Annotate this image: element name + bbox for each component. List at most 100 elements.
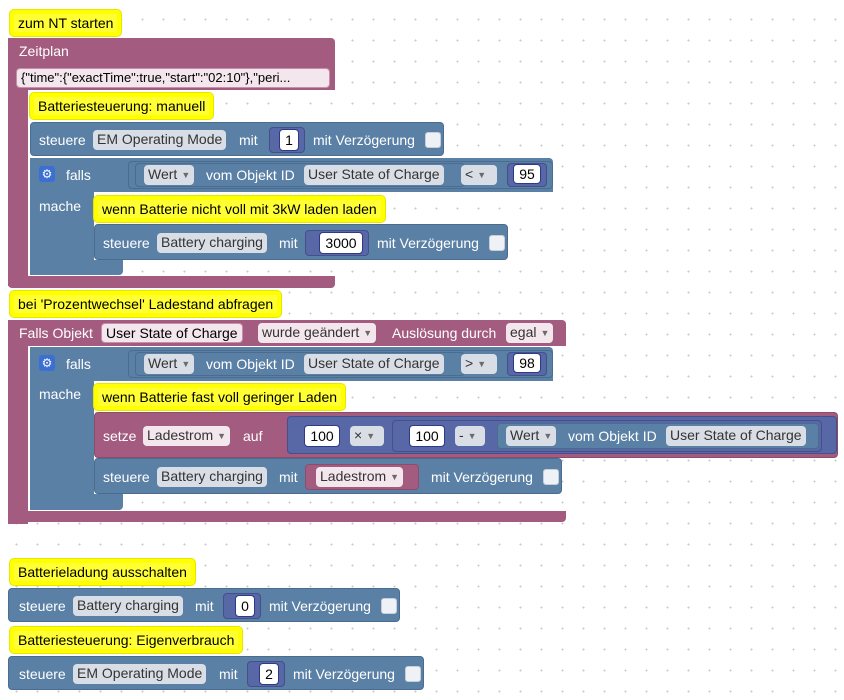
variable-get-block[interactable]: Ladestrom▼: [305, 464, 419, 490]
get-value-block[interactable]: Wert▼ vom Objekt ID User State of Charge: [135, 163, 465, 187]
control-label: steuere: [103, 469, 150, 485]
schedule-definition-field[interactable]: {"time":{"exactTime":true,"start":"02:10…: [16, 68, 330, 88]
chevron-down-icon: ▼: [366, 431, 376, 441]
set-variable-block[interactable]: setze Ladestrom▼ auf 100 ×▼ 100 -▼ Wert▼…: [94, 412, 838, 458]
control-label: steuere: [19, 666, 66, 682]
if-label: falls: [66, 356, 91, 372]
get-value-block[interactable]: Wert▼ vom Objekt ID User State of Charge: [135, 352, 465, 376]
field-dropdown-label: Wert: [148, 166, 178, 182]
number-a-field[interactable]: 100: [304, 425, 340, 447]
delay-checkbox[interactable]: [425, 132, 441, 148]
field-dropdown[interactable]: Wert▼: [506, 426, 557, 446]
trigger-by-dropdown[interactable]: egal▼: [506, 323, 554, 343]
trigger-block-spine: [8, 320, 28, 524]
get-value-block[interactable]: Wert▼ vom Objekt ID User State of Charge: [497, 423, 819, 449]
number-value-field[interactable]: 2: [259, 663, 279, 685]
control-target-dropdown[interactable]: Battery charging: [157, 233, 267, 253]
of-object-label: vom Objekt ID: [206, 356, 295, 372]
control-target-dropdown[interactable]: Battery charging: [73, 596, 183, 616]
delay-label: mit Verzögerung: [377, 235, 479, 251]
variable-dropdown[interactable]: Ladestrom▼: [316, 467, 404, 487]
control-block-operating-mode-2[interactable]: steuere EM Operating Mode mit 2 mit Verz…: [8, 656, 424, 690]
number-value-field[interactable]: 3000: [319, 232, 363, 254]
subtract-block[interactable]: 100 -▼ Wert▼ vom Objekt ID User State of…: [392, 420, 822, 452]
control-label: steuere: [19, 598, 66, 614]
chevron-down-icon: ▼: [181, 359, 191, 369]
trigger-event-label: wurde geändert: [262, 324, 360, 340]
control-block-battery-off[interactable]: steuere Battery charging mit 0 mit Verzö…: [8, 588, 400, 622]
delay-label: mit Verzögerung: [431, 469, 533, 485]
comment-prozentwechsel[interactable]: bei 'Prozentwechsel' Ladestand abfragen: [10, 291, 282, 317]
field-dropdown[interactable]: Wert▼: [144, 354, 195, 374]
comment-batterie-fast-voll[interactable]: wenn Batterie fast voll geringer Laden: [94, 384, 346, 410]
number-value-field[interactable]: 98: [513, 353, 541, 373]
control-target-dropdown[interactable]: EM Operating Mode: [93, 130, 227, 150]
comment-zum-nt-starten[interactable]: zum NT starten: [10, 10, 122, 36]
control-target-dropdown[interactable]: EM Operating Mode: [73, 664, 207, 684]
schedule-block-spine: [8, 38, 28, 286]
chevron-down-icon: ▼: [217, 431, 227, 441]
subtract-operator-dropdown[interactable]: -▼: [455, 426, 485, 446]
control-label: steuere: [103, 235, 150, 251]
chevron-down-icon: ▼: [467, 431, 477, 441]
chevron-down-icon: ▼: [363, 328, 373, 338]
number-value-field[interactable]: 0: [235, 595, 255, 617]
then-label: mache: [39, 386, 82, 402]
delay-checkbox[interactable]: [489, 235, 505, 251]
field-dropdown[interactable]: Wert▼: [144, 165, 195, 185]
gear-icon[interactable]: ⚙: [39, 355, 55, 371]
control-with-label: mit: [279, 469, 298, 485]
of-object-label: vom Objekt ID: [568, 428, 657, 444]
delay-checkbox[interactable]: [543, 469, 559, 485]
trigger-event-dropdown[interactable]: wurde geändert▼: [258, 323, 377, 343]
gear-icon[interactable]: ⚙: [39, 166, 55, 182]
chevron-down-icon: ▼: [477, 170, 487, 180]
control-label: steuere: [39, 132, 86, 148]
comment-batterie-nicht-voll[interactable]: wenn Batterie nicht voll mit 3kW laden l…: [94, 196, 385, 222]
delay-checkbox[interactable]: [381, 598, 397, 614]
trigger-by-value: egal: [510, 324, 537, 340]
multiply-operator-dropdown[interactable]: ×▼: [350, 426, 384, 446]
trigger-label: Falls Objekt: [19, 325, 93, 341]
trigger-block-footer: [8, 511, 566, 522]
object-id-field[interactable]: User State of Charge: [666, 426, 806, 446]
compare-block[interactable]: Wert▼ vom Objekt ID User State of Charge…: [128, 161, 553, 189]
variable-name: Ladestrom: [147, 427, 214, 443]
if-block-footer: [30, 494, 123, 510]
operator-dropdown[interactable]: <▼: [461, 165, 497, 185]
object-id-field[interactable]: User State of Charge: [304, 165, 444, 185]
delay-checkbox[interactable]: [405, 666, 421, 682]
then-label: mache: [39, 198, 82, 214]
comment-batteriesteuerung-manuell[interactable]: Batteriesteuerung: manuell: [30, 93, 214, 119]
number-b-field[interactable]: 100: [409, 425, 445, 447]
comment-batterieladung-ausschalten[interactable]: Batterieladung ausschalten: [10, 559, 195, 585]
number-value-field[interactable]: 1: [279, 129, 299, 151]
variable-dropdown[interactable]: Ladestrom▼: [143, 426, 231, 446]
field-dropdown-label: Wert: [148, 355, 178, 371]
trigger-object-field[interactable]: User State of Charge: [101, 323, 243, 343]
chevron-down-icon: ▼: [543, 431, 553, 441]
trigger-by-label: Auslösung durch: [392, 325, 497, 341]
variable-name: Ladestrom: [320, 468, 387, 484]
delay-label: mit Verzögerung: [269, 598, 371, 614]
number-value-field[interactable]: 95: [513, 164, 541, 184]
compare-block[interactable]: Wert▼ vom Objekt ID User State of Charge…: [128, 350, 553, 378]
comment-batteriesteuerung-eigenverbrauch[interactable]: Batteriesteuerung: Eigenverbrauch: [10, 627, 243, 653]
control-block-battery-charging-variable[interactable]: steuere Battery charging mit Ladestrom▼ …: [94, 458, 562, 494]
if-block-spine: [30, 347, 94, 510]
schedule-title: Zeitplan: [19, 43, 69, 59]
multiply-block[interactable]: 100 ×▼ 100 -▼ Wert▼ vom Objekt ID User S…: [287, 416, 837, 454]
control-block-battery-charging[interactable]: steuere Battery charging mit 3000 mit Ve…: [94, 224, 508, 260]
if-block-footer: [30, 260, 123, 275]
of-object-label: vom Objekt ID: [206, 167, 295, 183]
chevron-down-icon: ▼: [540, 328, 550, 338]
chevron-down-icon: ▼: [477, 359, 487, 369]
control-target-dropdown[interactable]: Battery charging: [157, 467, 267, 487]
control-block-operating-mode[interactable]: steuere EM Operating Mode mit 1 mit Verz…: [30, 122, 444, 156]
operator-dropdown[interactable]: >▼: [461, 354, 497, 374]
operator-label: >: [465, 355, 474, 371]
object-id-field[interactable]: User State of Charge: [304, 354, 444, 374]
if-label: falls: [66, 167, 91, 183]
set-on-label: auf: [243, 428, 263, 444]
control-with-label: mit: [239, 132, 258, 148]
